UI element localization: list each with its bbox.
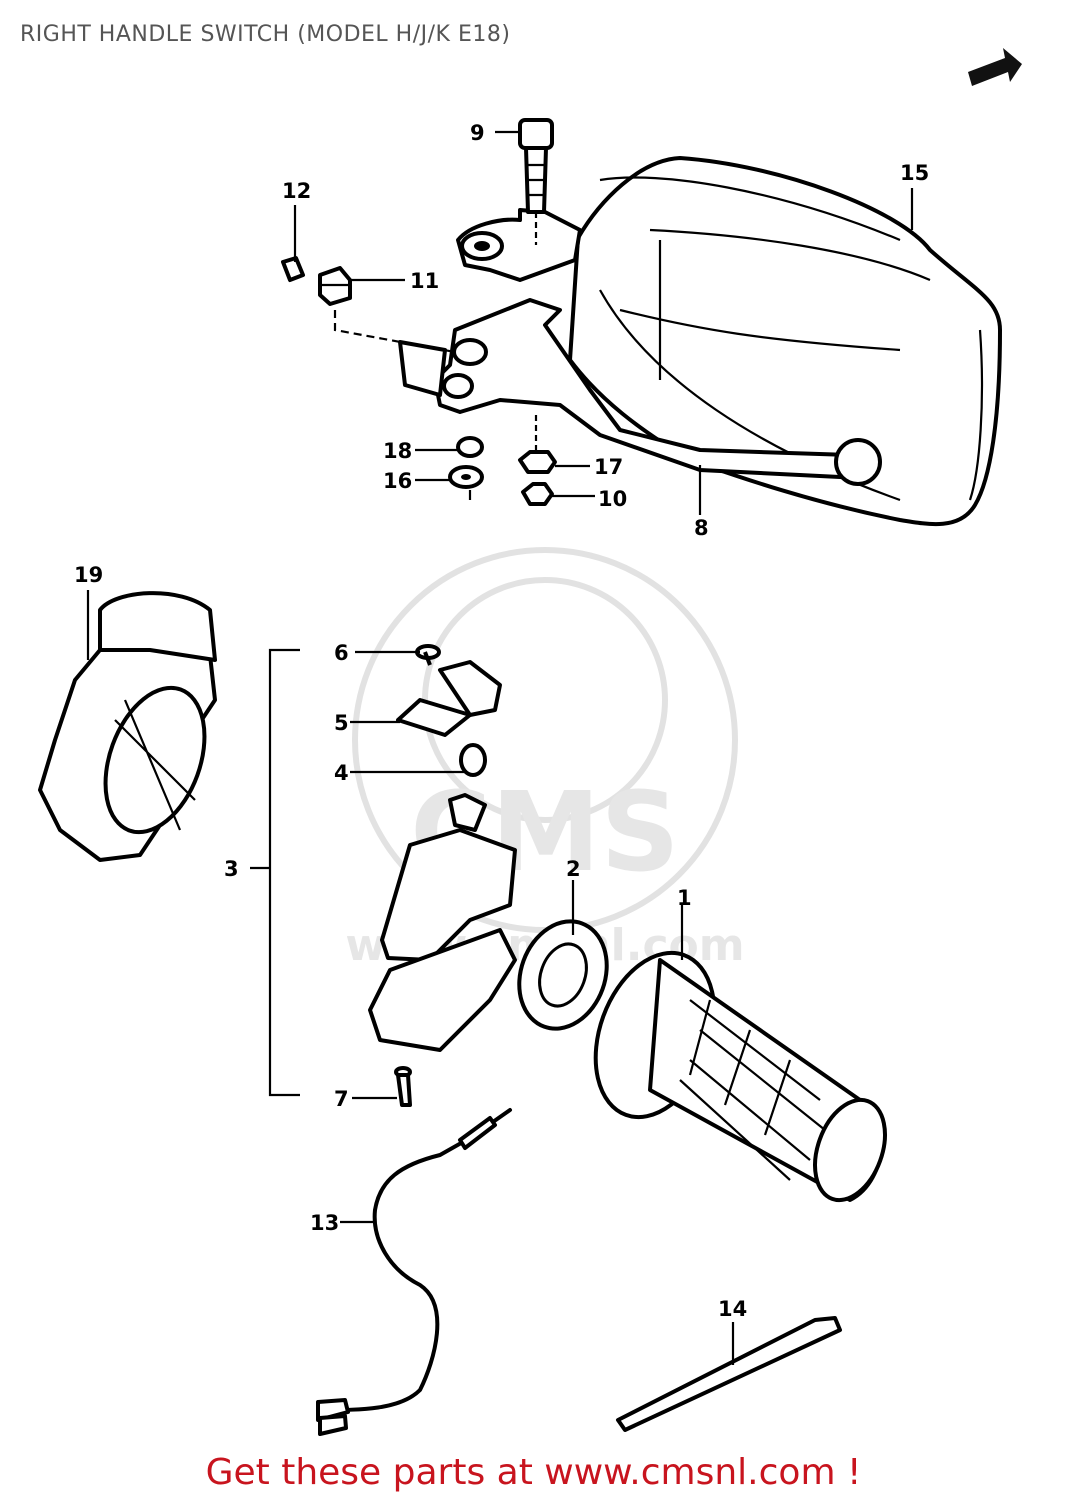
callout-19: 19 [74, 563, 103, 587]
callout-9: 9 [470, 121, 485, 145]
callout-2: 2 [566, 857, 581, 881]
group-bracket-3 [268, 648, 300, 1097]
callout-4: 4 [334, 761, 349, 785]
washers [448, 436, 557, 506]
callout-13: 13 [310, 1211, 339, 1235]
page-title: RIGHT HANDLE SWITCH (MODEL H/J/K E18) [20, 22, 511, 47]
callout-15: 15 [900, 161, 929, 185]
switch-housing [368, 644, 517, 1107]
callout-8: 8 [694, 516, 709, 540]
callout-14: 14 [718, 1297, 747, 1321]
callout-10: 10 [598, 487, 627, 511]
callout-18: 18 [383, 439, 412, 463]
callout-3: 3 [224, 857, 239, 881]
callout-5: 5 [334, 711, 349, 735]
cable-tie-14 [616, 1316, 842, 1432]
callout-7: 7 [334, 1087, 349, 1111]
throttle-cam-2 [517, 919, 609, 1031]
callout-17: 17 [594, 455, 623, 479]
lever-8 [398, 298, 882, 486]
callout-6: 6 [334, 641, 349, 665]
nut-11 [318, 266, 352, 306]
dash-line-11 [333, 310, 456, 354]
footer-link[interactable]: Get these parts at www.cmsnl.com ! [205, 1452, 862, 1493]
wire-harness-13 [316, 1108, 512, 1436]
callout-1: 1 [677, 886, 692, 910]
bracket [456, 208, 582, 282]
callouts: 1 2 3 4 5 6 7 8 9 10 11 12 13 14 15 16 1… [74, 121, 929, 1321]
callout-12: 12 [282, 179, 311, 203]
callout-16: 16 [383, 469, 412, 493]
pin-12 [281, 256, 305, 282]
leader-lines [86, 130, 914, 1365]
front-arrow-icon [968, 48, 1022, 86]
callout-11: 11 [410, 269, 439, 293]
throttle-grip-1 [593, 950, 887, 1203]
rubber-boot-19 [38, 591, 217, 862]
bolt-9 [518, 118, 554, 245]
